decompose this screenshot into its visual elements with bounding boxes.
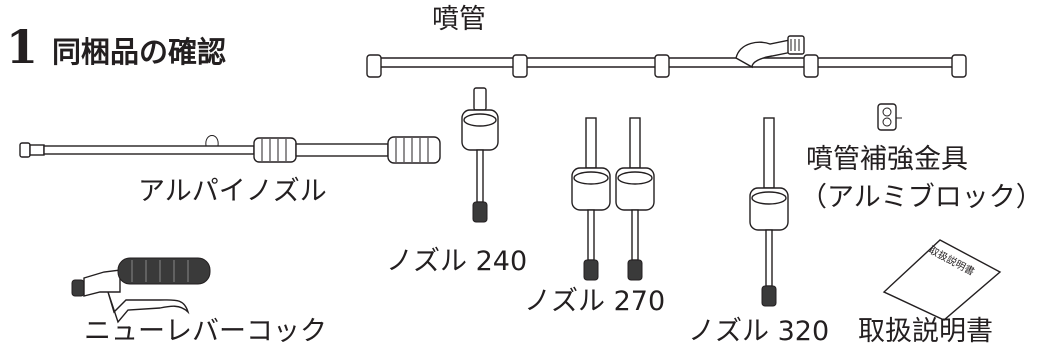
- label-alpine-nozzle: アルパイノズル: [138, 176, 327, 207]
- nozzle-270-drawing: [571, 117, 655, 281]
- new-lever-cock-drawing: [71, 257, 211, 324]
- nozzle-240-drawing: [461, 87, 499, 223]
- label-nozzle-240: ノズル 240: [386, 246, 528, 277]
- manual-drawing: 取扱説明書: [882, 239, 1002, 321]
- alpine-nozzle-drawing: [19, 135, 441, 164]
- label-aluminium-block: （アルミブロック）: [800, 182, 1039, 213]
- label-new-lever-cock: ニューレバーコック: [84, 316, 327, 347]
- section-title: 同梱品の確認: [52, 35, 227, 69]
- label-reinforcement-fitting: 噴管補強金具: [806, 144, 968, 175]
- spray-pipe-drawing: [366, 35, 967, 78]
- label-nozzle-270: ノズル 270: [524, 286, 666, 317]
- section-number: 1: [6, 20, 39, 74]
- label-manual: 取扱説明書: [858, 316, 993, 347]
- label-spray-pipe: 噴管: [432, 4, 486, 35]
- label-nozzle-320: ノズル 320: [688, 316, 830, 347]
- reinforcement-block-drawing: [877, 103, 902, 131]
- nozzle-320-drawing: [749, 117, 789, 307]
